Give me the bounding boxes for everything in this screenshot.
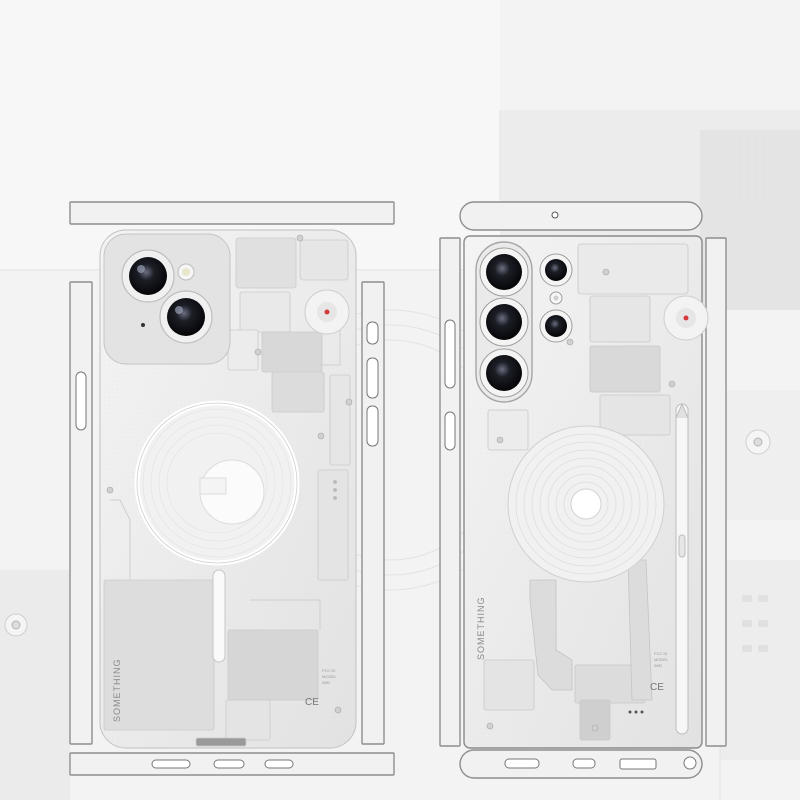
ce-mark: CE: [305, 697, 319, 708]
sensor-red-dot: [304, 289, 350, 335]
right-side-strip: [705, 237, 727, 747]
flash-icon: [177, 263, 195, 281]
left-side-strip: [439, 237, 461, 747]
svg-text:MODEL: MODEL: [654, 657, 669, 662]
wireless-charging-coil: [507, 425, 665, 583]
brand-text: SOMETHING: [476, 596, 486, 660]
camera-module: [475, 241, 573, 403]
sensor-red-dot: [663, 295, 709, 341]
right-phone-skin: SOMETHING CE FCC ID MODEL IMEI: [439, 201, 727, 779]
camera-lens-icon: [159, 290, 213, 344]
svg-text:FCC ID: FCC ID: [322, 668, 335, 673]
regulatory-label: FCC ID MODEL IMEI: [322, 668, 337, 685]
svg-text:IMEI: IMEI: [654, 663, 662, 668]
camera-lens-icon: [479, 348, 529, 398]
camera-lens-icon: [539, 309, 573, 343]
svg-text:MODEL: MODEL: [322, 674, 337, 679]
bottom-edge-strip: [69, 752, 395, 776]
camera-lens-icon: [539, 253, 573, 287]
camera-lens-icon: [121, 249, 175, 303]
top-edge-strip: [459, 201, 703, 231]
svg-text:FCC ID: FCC ID: [654, 651, 667, 656]
flash-icon: [549, 291, 563, 305]
bottom-edge-strip: [459, 749, 703, 779]
left-phone-skin: SOMETHING CE FCC ID MODEL IMEI: [69, 201, 395, 776]
stylus-pen: [675, 402, 689, 735]
svg-text:IMEI: IMEI: [322, 680, 330, 685]
magsafe-ring: [134, 400, 337, 663]
camera-lens-icon: [479, 247, 529, 297]
camera-module: [103, 233, 231, 365]
ce-mark: CE: [650, 682, 664, 693]
right-side-strip: [361, 281, 385, 745]
camera-lens-icon: [479, 297, 529, 347]
microphone-dot: [141, 323, 145, 327]
left-side-strip: [69, 281, 93, 745]
screw-icon: [4, 613, 28, 637]
top-edge-strip: [69, 201, 395, 225]
screw-icon: [745, 429, 771, 455]
regulatory-label: FCC ID MODEL IMEI: [654, 651, 669, 668]
brand-text: SOMETHING: [112, 658, 122, 722]
